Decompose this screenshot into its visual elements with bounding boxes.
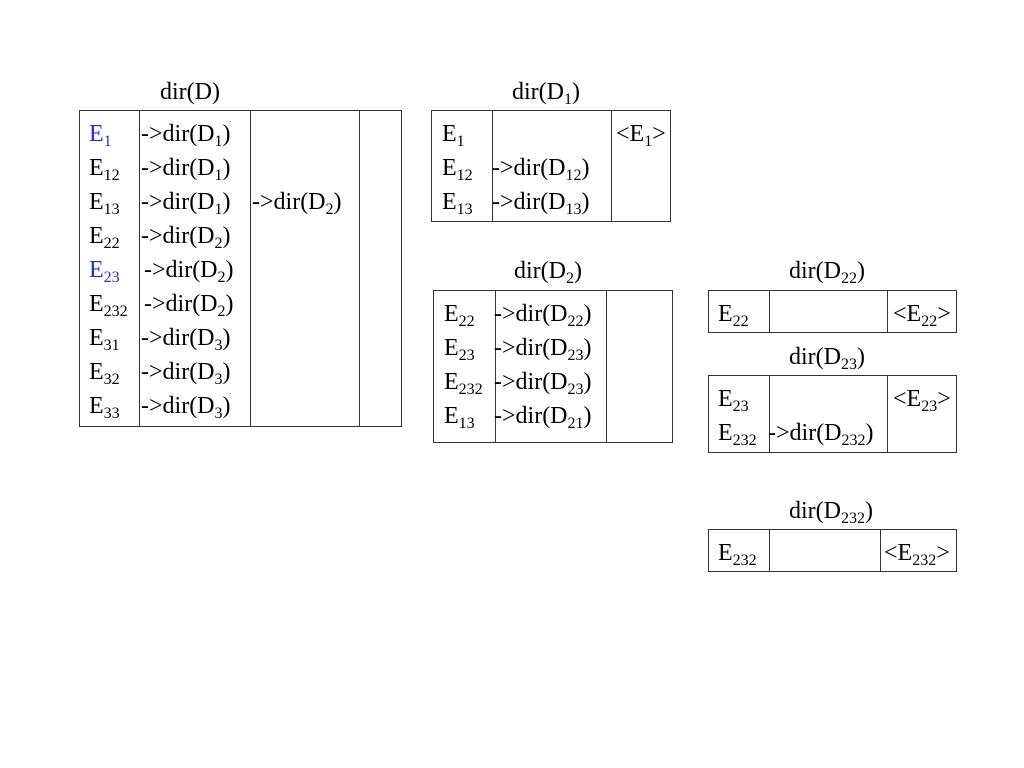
pointer-text: ->dir(D2) [144, 291, 234, 320]
entry-label: E22 [444, 301, 475, 330]
pointer-text: ->dir(D1) [141, 121, 231, 150]
column-divider [769, 376, 770, 452]
dir-d1-table [431, 110, 671, 222]
entry-label: E232 [89, 291, 128, 320]
pointer-text: ->dir(D232) [768, 420, 874, 449]
entry-label: E13 [89, 189, 120, 218]
pointer-text: ->dir(D21) [494, 403, 592, 432]
title-text: dir(D) [160, 79, 220, 105]
pointer-text: ->dir(D3) [141, 325, 231, 354]
column-divider [769, 291, 770, 332]
entry-label: E1 [442, 121, 465, 150]
entry-label: E31 [89, 325, 120, 354]
pointer-text: ->dir(D23) [494, 335, 592, 364]
entry-label: E33 [89, 393, 120, 422]
file-content: <E1> [616, 121, 666, 150]
pointer-text: ->dir(D1) [141, 155, 231, 184]
pointer-text: ->dir(D22) [494, 301, 592, 330]
entry-label: E32 [89, 359, 120, 388]
file-content: <E23> [893, 386, 951, 415]
entry-label: E232 [718, 540, 757, 569]
dir-d-title: dir(D) [160, 80, 220, 104]
column-divider [880, 530, 881, 571]
pointer-text: ->dir(D2) [141, 223, 231, 252]
entry-label: E232 [718, 420, 757, 449]
entry-label: E13 [444, 403, 475, 432]
column-divider [492, 111, 493, 221]
dir-d22-table [708, 290, 957, 333]
dir-d2-table [433, 290, 673, 443]
entry-label: E12 [89, 155, 120, 184]
entry-label: E13 [442, 189, 473, 218]
pointer-text-extra: ->dir(D2) [252, 189, 342, 218]
column-divider [495, 291, 496, 442]
entry-label: E1 [89, 121, 112, 150]
dir-d232-table [708, 529, 957, 572]
pointer-text: ->dir(D23) [494, 369, 592, 398]
column-divider [359, 111, 360, 426]
column-divider [611, 111, 612, 221]
entry-label: E22 [89, 223, 120, 252]
dir-d-table [79, 110, 402, 427]
entry-label: E12 [442, 155, 473, 184]
entry-label: E23 [89, 257, 120, 286]
pointer-text: ->dir(D12) [492, 155, 590, 184]
dir-d23-table [708, 375, 957, 453]
dir-d2-title: dir(D2) [514, 258, 582, 287]
pointer-text: ->dir(D13) [492, 189, 590, 218]
pointer-text: ->dir(D2) [144, 257, 234, 286]
column-divider [887, 376, 888, 452]
file-content: <E22> [893, 301, 951, 330]
dir-d1-title: dir(D1) [512, 79, 580, 108]
entry-label: E22 [718, 301, 749, 330]
column-divider [769, 530, 770, 571]
column-divider [606, 291, 607, 442]
column-divider [250, 111, 251, 426]
dir-d232-title: dir(D232) [789, 498, 873, 527]
dir-d23-title: dir(D23) [789, 344, 865, 373]
pointer-text: ->dir(D1) [141, 189, 231, 218]
dir-d22-title: dir(D22) [789, 258, 865, 287]
column-divider [139, 111, 140, 426]
entry-label: E23 [444, 335, 475, 364]
column-divider [887, 291, 888, 332]
entry-label: E232 [444, 369, 483, 398]
pointer-text: ->dir(D3) [141, 359, 231, 388]
pointer-text: ->dir(D3) [141, 393, 231, 422]
entry-label: E23 [718, 386, 749, 415]
file-content: <E232> [884, 540, 950, 569]
